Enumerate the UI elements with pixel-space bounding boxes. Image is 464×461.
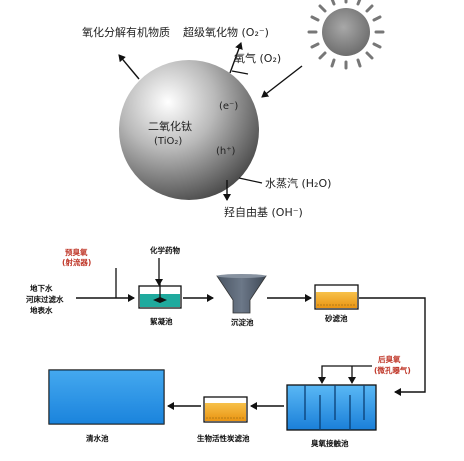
water-source-2: 河床过滤水 [26,294,64,304]
clear-water-label: 清水池 [86,433,109,443]
superoxide-arrow [229,42,243,74]
superoxide-label: 超级氧化物 (O₂⁻) [183,25,269,39]
post-ozone-sub-label: (微孔曝气) [374,365,411,375]
electron-label: (e⁻) [219,101,238,112]
hydroxyl-label: 羟自由基 (OH⁻) [224,205,303,219]
sun-icon [307,0,385,70]
photocatalysis-diagram: 氧化分解有机物质 超级氧化物 (O₂⁻) 氧气 (O₂) 二氧化钛 (TiO₂)… [82,0,385,219]
sedimentation-tank [216,274,267,314]
water-treatment-flow: 预臭氧 (射流器) 地下水 河床过滤水 地表水 化学药物 絮凝池 沉淀池 [26,245,426,448]
sand-to-ozone-pipe [359,297,426,396]
pre-ozone-sub-label: (射流器) [62,257,91,267]
hole-label: (h⁺) [216,146,236,157]
post-ozone-label: 后臭氧 [378,354,401,364]
sand-filter-label: 砂滤池 [325,313,348,323]
chemicals-label: 化学药物 [150,245,180,255]
clear-water-tank [48,369,165,425]
sand-filter-tank [314,284,359,310]
oxygen-label: 氧气 (O₂) [234,51,281,65]
organic-arrow [118,54,140,80]
bio-carbon-filter-tank [203,396,248,423]
water-source-1: 地下水 [30,283,53,293]
pre-ozone-label: 预臭氧 [65,247,88,257]
post-ozone-pipe [318,365,372,384]
sphere-formula-label: (TiO₂) [154,136,182,147]
ozone-contact-tank [286,384,377,431]
bio-carbon-filter-label: 生物活性炭滤池 [197,433,250,443]
sedimentation-label: 沉淀池 [231,317,254,327]
coagulation-tank [138,282,182,309]
vapor-label: 水蒸汽 (H₂O) [265,176,331,190]
ozone-contact-label: 臭氧接触池 [311,438,349,448]
vapor-line [238,177,263,184]
water-source-3: 地表水 [30,305,53,315]
tio2-sphere [119,60,259,200]
sphere-name-label: 二氧化钛 [148,119,192,133]
organic-label: 氧化分解有机物质 [82,25,170,39]
sunlight-arrow [261,65,303,98]
oxygen-line [231,70,249,75]
coagulation-label: 絮凝池 [150,316,173,326]
